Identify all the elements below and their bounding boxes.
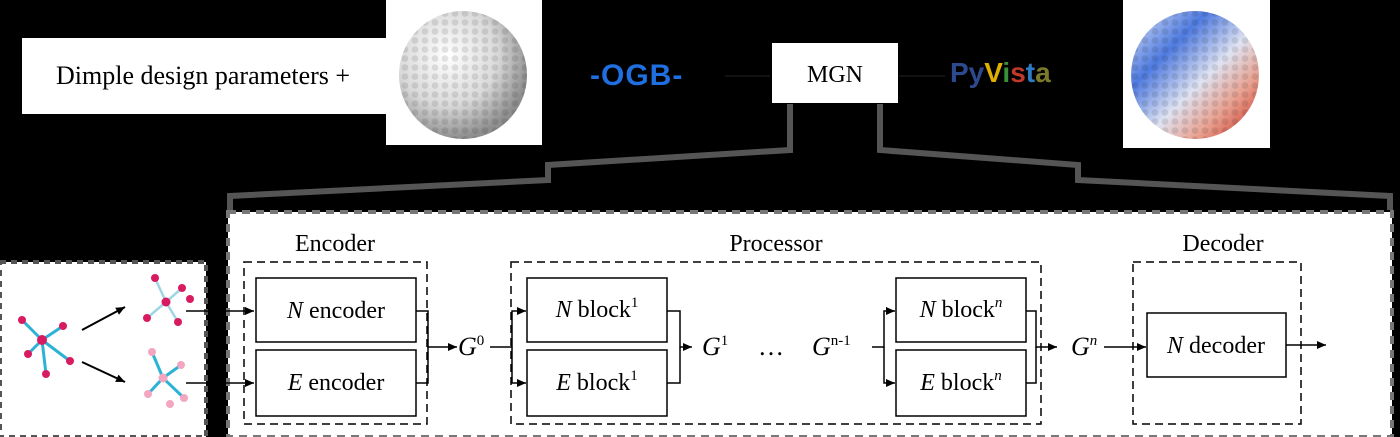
pressure-dimples [1131, 11, 1259, 139]
encoder-title: Encoder [295, 231, 375, 257]
arrow-gn1-to-edge-block [883, 347, 895, 387]
plus-sign: + [335, 61, 351, 90]
params-label: Dimple design parameters + [56, 63, 350, 89]
ogb-logo: -OGB- [590, 59, 684, 92]
decoder-title: Decoder [1182, 231, 1264, 257]
node-decoder-box [1146, 312, 1287, 378]
gn-label: Gn [1071, 332, 1098, 361]
edge-encoder-label: E encoder [287, 370, 385, 396]
gn-1-label: Gn-1 [812, 332, 851, 361]
ogb-logo-bg [585, 60, 725, 94]
g0-label: G0 [458, 332, 485, 361]
arrow-blockn-to-gn [1026, 310, 1057, 351]
edge-block-n-label: E blockn [920, 368, 1002, 396]
arrow-encoder-to-g0 [416, 310, 457, 351]
node-block-n-box [895, 277, 1027, 343]
golf-ball-dimples [399, 11, 527, 139]
edge-encoder-box [255, 349, 417, 417]
edge-blockn-merge [1026, 347, 1037, 384]
zoom-line-right [877, 104, 1393, 210]
arrow-to-edge-graph [81, 361, 126, 383]
encoder-group [243, 261, 428, 425]
node-encoder-box [255, 277, 417, 343]
edge-block-1-box [526, 349, 668, 417]
edge-graph-icon [144, 348, 188, 408]
node-decoder-label: N decoder [1167, 333, 1265, 359]
processor-group [510, 261, 1042, 425]
node-block-1-label: N block1 [555, 295, 639, 323]
node-block-n-label: N blockn [919, 295, 1003, 323]
input-graph-panel [0, 260, 208, 437]
pyvista-logo: PyVista [950, 57, 1051, 88]
mesh-graph-icon [18, 316, 74, 378]
mgn-box [770, 41, 900, 105]
params-panel [22, 38, 386, 114]
processor-title: Processor [729, 231, 823, 257]
gstar-label: G* [1328, 331, 1355, 360]
decoder-group [1132, 261, 1302, 425]
arrow-g0-to-node-block [490, 307, 526, 348]
edge-encoder-merge [416, 347, 429, 384]
node-graph-icon [143, 274, 194, 326]
arrow-g0-to-edge-block [511, 347, 526, 387]
arrow-to-node-graph [81, 306, 126, 331]
edge-block1-merge [667, 347, 681, 384]
arrow-gn1-to-node-block [872, 307, 895, 348]
arrow-block1-to-g1 [667, 310, 692, 351]
params-text: Dimple design parameters [56, 61, 329, 90]
node-block-1-box [526, 277, 668, 343]
edge-block-1-label: E block1 [556, 368, 638, 396]
g1-label: G1 [702, 332, 729, 361]
ellipsis: … [758, 332, 784, 361]
node-encoder-label: N encoder [287, 298, 385, 324]
mgn-label: MGN [806, 62, 864, 88]
zoom-line-left [227, 104, 793, 210]
